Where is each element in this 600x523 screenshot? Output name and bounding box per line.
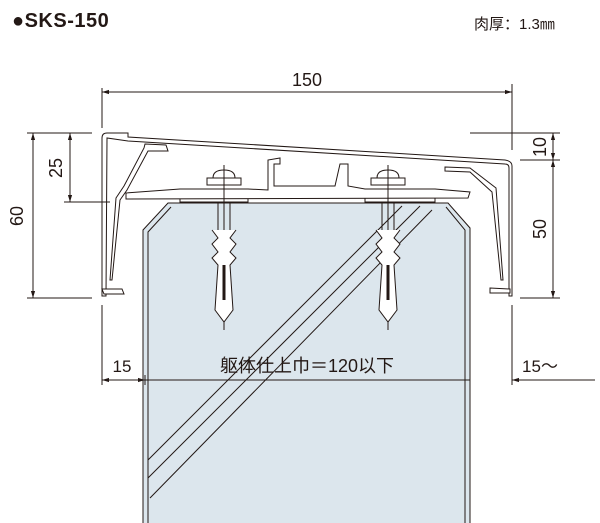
- dim-15-left-label: 15: [113, 357, 132, 376]
- left-inner-leg: [109, 143, 169, 281]
- dim-15-right-label: 15～: [522, 357, 558, 376]
- dim-150-label: 150: [292, 70, 322, 90]
- product-title: ●SKS-150: [12, 10, 110, 32]
- dim-10-label: 10: [530, 137, 550, 157]
- cover-profile: [101, 132, 513, 297]
- anchor-left: [206, 165, 242, 330]
- left-foot: [101, 288, 125, 295]
- dim-50-label: 50: [530, 219, 550, 239]
- wall-width-label: 躯体仕上巾＝120以下: [220, 356, 394, 376]
- dim-25-label: 25: [46, 158, 66, 178]
- right-inner-leg: [444, 166, 504, 281]
- anchor-right: [370, 165, 406, 330]
- base-plate: [125, 157, 471, 200]
- thickness-label: 肉厚：1.3㎜: [474, 16, 555, 33]
- wall-inner-edge: [147, 206, 466, 523]
- right-foot: [489, 287, 511, 294]
- dim-60-label: 60: [7, 206, 27, 226]
